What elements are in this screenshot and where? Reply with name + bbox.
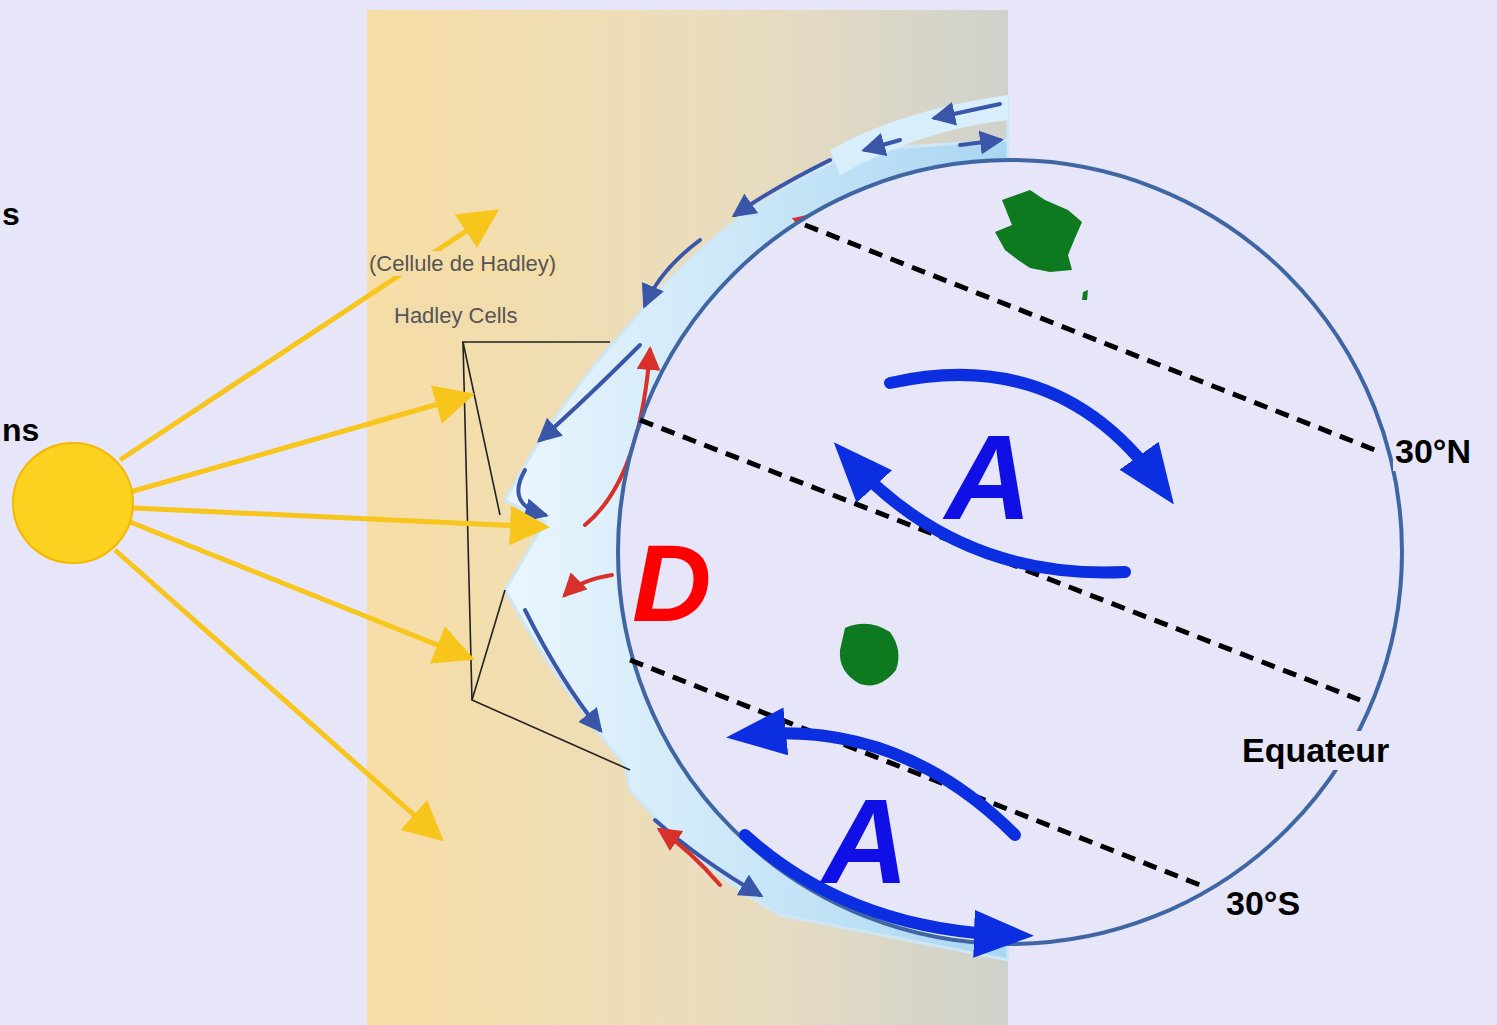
france-map <box>995 190 1088 300</box>
latitude-label: 30°S <box>1224 884 1302 923</box>
latitude-label: Equateur <box>1240 731 1391 770</box>
bracket-lines <box>463 342 630 770</box>
anticyclone-arrows <box>745 375 1160 935</box>
sun-rays <box>115 212 545 838</box>
cut-label: s <box>2 196 20 233</box>
globe <box>618 160 1402 944</box>
depression-letter: D <box>632 520 711 647</box>
anticyclone-letter: A <box>945 408 1032 546</box>
reunion-map <box>840 624 899 686</box>
sun <box>13 443 133 563</box>
anticyclone-letter: A <box>822 772 909 910</box>
cell-caption: (Cellule de Hadley) <box>367 251 558 276</box>
latitude-lines <box>630 225 1375 885</box>
latitude-label: 30°N <box>1393 432 1473 471</box>
cut-label: ns <box>2 412 39 449</box>
cell-caption: Hadley Cells <box>392 303 520 328</box>
